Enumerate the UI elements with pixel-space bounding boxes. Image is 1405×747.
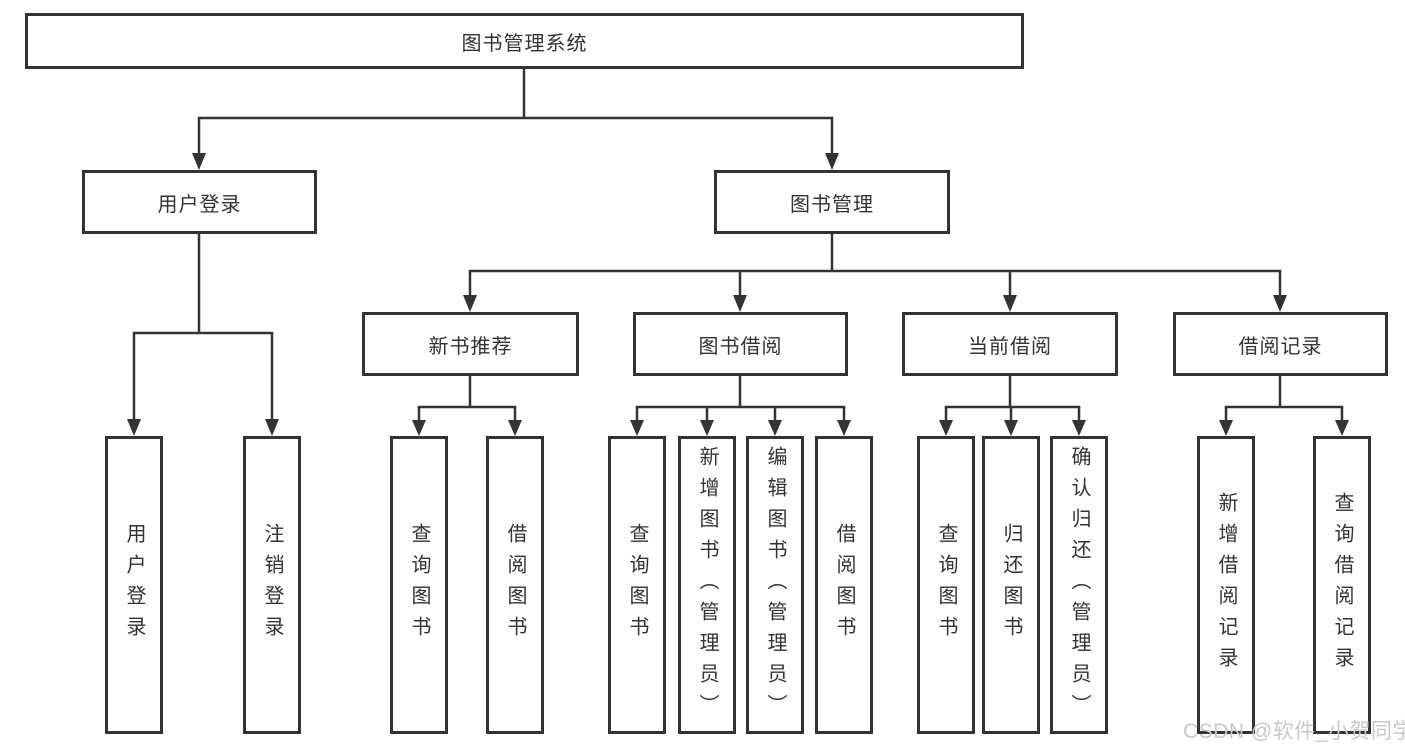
node-new-book-recommend: 新书推荐 bbox=[362, 312, 579, 376]
leaf-confirm-return-admin: 确认归还（管理员） bbox=[1050, 436, 1108, 734]
leaf-borrow-books-recommend: 借阅图书 bbox=[486, 436, 544, 734]
watermark: CSDN @软件_小贺同学 bbox=[1183, 720, 1405, 743]
leaf-logout: 注销登录 bbox=[243, 436, 301, 734]
leaf-return-books: 归还图书 bbox=[982, 436, 1040, 734]
leaf-query-books-current: 查询图书 bbox=[917, 436, 975, 734]
leaf-add-books-admin: 新增图书（管理员） bbox=[678, 436, 736, 734]
leaf-add-borrow-record: 新增借阅记录 bbox=[1197, 436, 1255, 734]
node-borrow-records: 借阅记录 bbox=[1173, 312, 1388, 376]
connector-root-split bbox=[192, 69, 839, 170]
leaf-borrow-books: 借阅图书 bbox=[815, 436, 873, 734]
connector-current-borrow-split bbox=[939, 376, 1086, 436]
node-book-management: 图书管理 bbox=[714, 170, 950, 234]
leaf-query-books-borrow: 查询图书 bbox=[608, 436, 666, 734]
connector-borrow-records-split bbox=[1219, 376, 1349, 436]
leaf-user-login: 用户登录 bbox=[105, 436, 163, 734]
leaf-edit-books-admin: 编辑图书（管理员） bbox=[746, 436, 804, 734]
connector-user-login-split bbox=[127, 234, 279, 436]
node-book-borrow: 图书借阅 bbox=[633, 312, 848, 376]
leaf-query-books-recommend: 查询图书 bbox=[390, 436, 448, 734]
node-library-management-system: 图书管理系统 bbox=[25, 13, 1024, 69]
node-current-borrow: 当前借阅 bbox=[902, 312, 1118, 376]
connector-book-management-split bbox=[463, 234, 1287, 312]
node-user-login: 用户登录 bbox=[82, 170, 317, 234]
connector-new-book-recommend-split bbox=[412, 376, 522, 436]
connector-book-borrow-split bbox=[630, 376, 851, 436]
leaf-query-borrow-record: 查询借阅记录 bbox=[1313, 436, 1371, 734]
